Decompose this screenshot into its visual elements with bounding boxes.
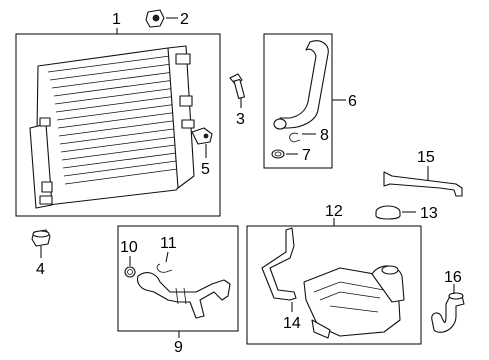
- hose-part-14: [261, 227, 297, 301]
- callout-9: 9: [174, 339, 183, 356]
- bolt-part-3: [229, 73, 246, 99]
- radiator: [29, 45, 195, 209]
- callout-16: 16: [444, 269, 462, 286]
- callout-7: 7: [302, 147, 311, 164]
- coolant-reservoir-part-12: [303, 265, 405, 339]
- callout-13: 13: [420, 205, 438, 222]
- hose-part-15: [383, 171, 463, 197]
- cap-part-13: [375, 205, 401, 220]
- callout-6: 6: [348, 93, 357, 110]
- callout-2: 2: [180, 11, 189, 28]
- bracket-part-5: [191, 127, 213, 145]
- clamp-part-8: [289, 132, 301, 143]
- clamp-part-11: [156, 263, 173, 273]
- gasket-part-7: [271, 149, 285, 159]
- callout-8: 8: [320, 127, 329, 144]
- callout-5: 5: [201, 161, 210, 178]
- isolator-part-2: [145, 9, 165, 28]
- callout-12: 12: [325, 203, 343, 220]
- mount-part-4: [31, 229, 51, 247]
- upper-hose-part-6: [273, 40, 329, 130]
- callout-1: 1: [112, 11, 121, 28]
- callout-15: 15: [417, 149, 435, 166]
- upper-hose-group-box: [263, 33, 333, 169]
- lower-hose-group-box: [117, 225, 239, 332]
- gasket-part-10: [124, 266, 136, 278]
- lower-hose-part-9: [136, 272, 231, 319]
- radiator-group-box: [15, 33, 221, 217]
- hose-part-16: [431, 292, 465, 333]
- callout-3: 3: [236, 111, 245, 128]
- callout-4: 4: [36, 261, 45, 278]
- callout-10: 10: [120, 239, 138, 256]
- callout-11: 11: [160, 235, 177, 252]
- callout-14: 14: [283, 315, 301, 332]
